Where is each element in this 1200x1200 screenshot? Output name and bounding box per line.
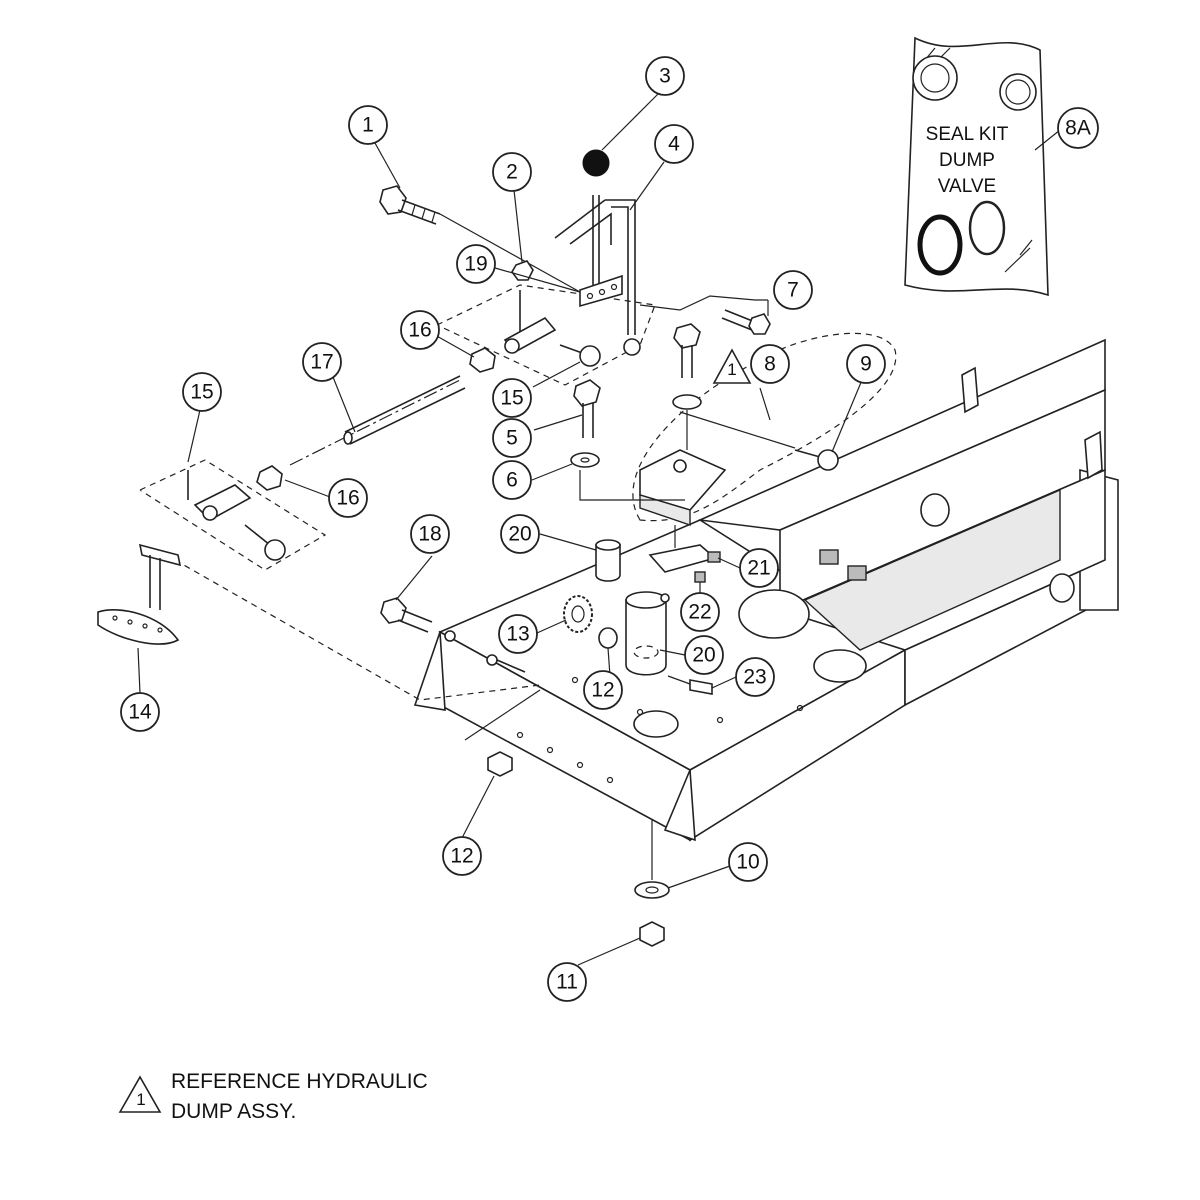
pin-part-9 (679, 411, 839, 471)
svg-text:18: 18 (418, 523, 441, 546)
note-marker: 1 (136, 1090, 145, 1109)
callout-10: 10 (728, 842, 768, 882)
rod-part-17 (343, 375, 466, 445)
callout-3: 3 (645, 56, 685, 96)
callout-16-upper: 16 (400, 310, 440, 350)
svg-text:20: 20 (508, 523, 531, 546)
arm-part-21 (648, 525, 721, 573)
svg-text:14: 14 (128, 701, 152, 724)
fitting-part-23 (667, 675, 713, 695)
fitting-part-22 (694, 571, 706, 583)
bolt-part-1 (379, 185, 581, 293)
nut-part-12-upper (598, 627, 618, 649)
svg-text:5: 5 (506, 427, 518, 450)
callout-1: 1 (348, 105, 388, 145)
nut-part-12-lower (487, 751, 513, 777)
callout-22: 22 (680, 592, 720, 632)
svg-text:23: 23 (743, 666, 766, 689)
svg-text:22: 22 (688, 601, 711, 624)
bushing-part-20 (595, 539, 670, 676)
svg-text:21: 21 (747, 557, 770, 580)
callout-23: 23 (735, 657, 775, 697)
callout-7: 7 (773, 270, 813, 310)
callout-8: 8 (750, 344, 790, 384)
gear-part-13 (563, 595, 593, 633)
svg-text:15: 15 (190, 381, 213, 404)
plate-part-19 (579, 274, 623, 308)
reference-note: 1 REFERENCE HYDRAULIC DUMP ASSY. (118, 1070, 428, 1123)
bolt-part-5 (570, 379, 601, 468)
bolt-upper-dump (672, 323, 702, 450)
note-triangle-icon (118, 1075, 162, 1113)
clevis-lower (187, 465, 286, 561)
svg-text:12: 12 (450, 845, 473, 868)
svg-text:2: 2 (506, 161, 518, 184)
dump-valve (639, 449, 727, 526)
callout-5: 5 (492, 418, 532, 458)
nut-part-2 (511, 260, 534, 281)
seal-kit-bag: SEAL KIT DUMP VALVE (904, 36, 1049, 297)
callout-12-lower: 12 (442, 836, 482, 876)
callout-18: 18 (410, 514, 450, 554)
dump-assy-outline (632, 332, 897, 522)
bolt-part-7 (721, 309, 771, 335)
frame-deck (413, 338, 1119, 842)
callout-6: 6 (492, 460, 532, 500)
callout-20-upper: 20 (500, 514, 540, 554)
reference-triangle: 1 (712, 348, 752, 384)
assembly-lines (139, 284, 685, 741)
svg-text:8: 8 (764, 353, 776, 376)
callout-11: 11 (547, 962, 587, 1002)
callout-12-upper: 12 (583, 670, 623, 710)
clevis-upper (469, 290, 601, 373)
callout-14: 14 (120, 692, 160, 732)
callout-17: 17 (302, 342, 342, 382)
callout-16-lower: 16 (328, 478, 368, 518)
callout-9: 9 (846, 344, 886, 384)
note-line1: REFERENCE HYDRAULIC (171, 1070, 428, 1093)
svg-text:16: 16 (336, 487, 359, 510)
callout-15-lower: 15 (182, 372, 222, 412)
seal-kit-label-line3: VALVE (938, 176, 996, 197)
lever-part-4 (554, 199, 641, 356)
svg-text:8A: 8A (1065, 117, 1091, 140)
svg-text:4: 4 (668, 133, 680, 156)
callout-4: 4 (654, 124, 694, 164)
nut-part-11 (639, 921, 665, 947)
svg-text:12: 12 (591, 679, 614, 702)
svg-text:13: 13 (506, 623, 529, 646)
svg-text:9: 9 (860, 353, 872, 376)
callout-2: 2 (492, 152, 532, 192)
svg-text:17: 17 (310, 351, 333, 374)
reference-triangle-label: 1 (727, 360, 736, 379)
seal-kit-label-line1: SEAL KIT (926, 124, 1009, 145)
washer-part-10 (634, 881, 670, 899)
pedal-part-14 (97, 543, 182, 645)
svg-text:3: 3 (659, 65, 671, 88)
note-line2: DUMP ASSY. (171, 1100, 296, 1123)
callout-19: 19 (456, 244, 496, 284)
svg-text:10: 10 (736, 851, 759, 874)
svg-text:11: 11 (556, 971, 578, 994)
callout-15-upper: 15 (492, 378, 532, 418)
svg-text:1: 1 (362, 114, 374, 137)
leader-lines (137, 93, 1061, 966)
svg-text:19: 19 (464, 253, 487, 276)
svg-text:15: 15 (500, 387, 523, 410)
seal-kit-label-line2: DUMP (939, 150, 995, 171)
bolt-part-18 (380, 597, 526, 673)
svg-text:6: 6 (506, 469, 518, 492)
svg-text:16: 16 (408, 319, 431, 342)
callout-13: 13 (498, 614, 538, 654)
svg-text:20: 20 (692, 644, 715, 667)
svg-text:7: 7 (787, 279, 799, 302)
callout-8a: 8A (1057, 107, 1099, 149)
callout-21: 21 (739, 548, 779, 588)
callout-20-lower: 20 (684, 635, 724, 675)
